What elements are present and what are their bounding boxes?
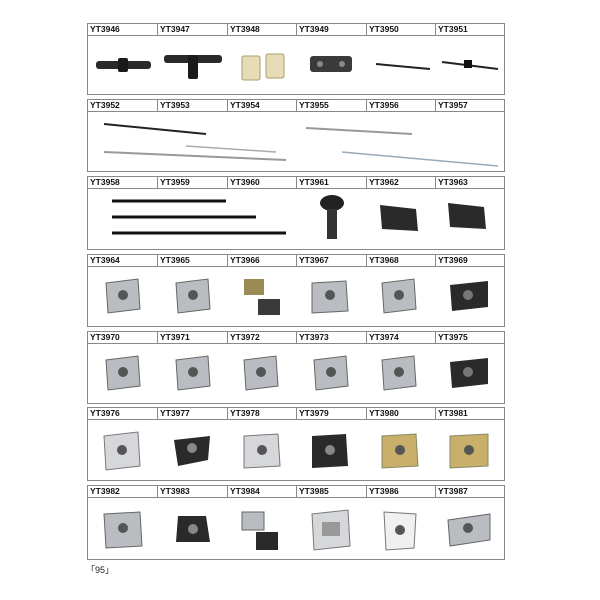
catalog-row-5: YT3970 YT3971 YT3972 YT3973 YT3974 YT397… [87,331,505,404]
part-code: YT3971 [160,332,190,342]
part-code: YT3973 [299,332,329,342]
part-code: YT3967 [299,255,329,265]
tee-connector-image [164,55,222,79]
part-code: YT3969 [438,255,468,265]
part-code: YT3977 [160,408,190,418]
u-nut-image [105,355,141,391]
part-code: YT3976 [90,408,120,418]
hose-connector-image [96,58,151,72]
clip-switch-image [310,56,352,72]
plastic-clip-image [241,53,285,81]
u-nut-image [311,280,349,314]
u-nut-image [450,358,488,388]
part-code: YT3974 [369,332,399,342]
part-code: YT3959 [160,177,190,187]
catalog-row-6: YT3976 YT3977 YT3978 YT3979 YT3980 YT398… [87,407,505,481]
part-code: YT3968 [369,255,399,265]
part-code: YT3955 [299,100,329,110]
u-nut-image [241,511,278,550]
part-code: YT3981 [438,408,468,418]
u-nut-image [447,513,491,547]
u-nut-image [243,433,281,469]
part-code: YT3960 [230,177,260,187]
u-nut-image [175,355,211,391]
catalog-row-1: YT3946 YT3947 YT3948 YT3949 YT3950 YT395… [87,23,505,95]
cable-tie-image [305,127,499,167]
cable-tie-image [441,60,499,70]
u-nut-image [311,509,351,551]
u-nut-image [175,278,211,314]
part-code: YT3987 [438,486,468,496]
u-nut-image [313,355,349,391]
part-code: YT3958 [90,177,120,187]
part-code: YT3947 [160,24,190,34]
catalog-row-7: YT3982 YT3983 YT3984 YT3985 YT3986 YT398… [87,485,505,560]
part-code: YT3985 [299,486,329,496]
u-nut-image [312,434,348,468]
part-code: YT3978 [230,408,260,418]
u-nut-image [381,433,419,469]
u-nut-image [450,281,488,311]
part-code: YT3975 [438,332,468,342]
part-code: YT3956 [369,100,399,110]
u-nut-image [103,431,141,471]
part-code: YT3962 [369,177,399,187]
part-code: YT3970 [90,332,120,342]
u-nut-image [244,279,280,315]
spring-nut-image [448,203,486,229]
part-code: YT3986 [369,486,399,496]
part-code: YT3946 [90,24,120,34]
speed-nut-image [176,516,210,542]
u-nut-image [383,511,417,551]
u-nut-image [243,355,279,391]
u-nut-image [381,278,417,314]
part-code: YT3949 [299,24,329,34]
part-code: YT3961 [299,177,329,187]
part-code: YT3952 [90,100,120,110]
part-code: YT3982 [90,486,120,496]
u-nut-image [381,355,417,391]
part-code: YT3954 [230,100,260,110]
spring-nut-image [380,205,418,231]
u-nut-image [105,278,141,314]
catalog-row-3: YT3958 YT3959 YT3960 YT3961 YT3962 YT396… [87,176,505,250]
cable-tie-image [103,123,287,161]
part-code: YT3964 [90,255,120,265]
catalog-row-4: YT3964 YT3965 YT3966 YT3967 YT3968 YT396… [87,254,505,327]
part-code: YT3948 [230,24,260,34]
catalog-row-2: YT3952 YT3953 YT3954 YT3955 YT3956 YT395… [87,99,505,172]
part-code: YT3963 [438,177,468,187]
fir-tree-tie-image [112,199,286,235]
part-code: YT3950 [369,24,399,34]
part-code: YT3979 [299,408,329,418]
part-code: YT3957 [438,100,468,110]
part-code: YT3953 [160,100,190,110]
part-code: YT3966 [230,255,260,265]
cable-tie-image [375,63,431,70]
u-nut-image [449,433,489,469]
part-code: YT3972 [230,332,260,342]
push-rivet-image [320,195,344,239]
part-code: YT3983 [160,486,190,496]
part-code: YT3965 [160,255,190,265]
u-nut-image [174,436,210,466]
part-code: YT3984 [230,486,260,496]
page-number: 「95」 [86,565,115,575]
u-nut-image [103,511,143,549]
part-code: YT3980 [369,408,399,418]
part-code: YT3951 [438,24,468,34]
